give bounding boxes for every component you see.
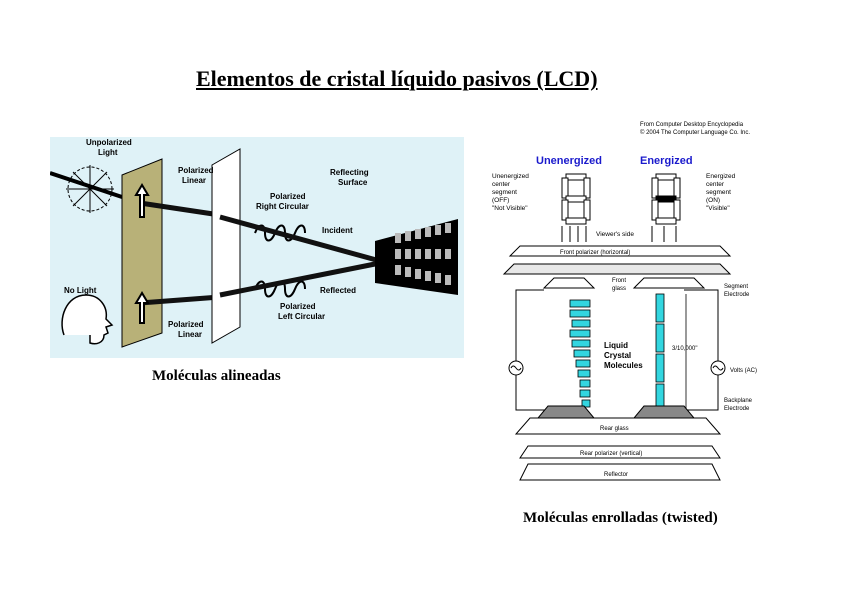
label-reflector: Reflector <box>604 472 628 478</box>
label-volts: Volts (AC) <box>730 368 757 374</box>
polarizer-arrow-bottom-icon <box>134 291 150 324</box>
label-light: Light <box>98 148 118 157</box>
front-glass-layer <box>502 263 732 275</box>
label-polarized-top: Polarized <box>178 166 214 175</box>
label-surface: Surface <box>338 178 368 187</box>
aligned-molecule-column <box>655 293 665 413</box>
energized-desc-2: center <box>706 181 725 188</box>
backplane-electrode-right <box>632 405 696 419</box>
energized-desc-4: (ON) <box>706 197 720 204</box>
label-unpolarized: Unpolarized <box>86 138 132 147</box>
label-rear-glass: Rear glass <box>600 426 629 432</box>
heading-unenergized: Unenergized <box>536 155 602 167</box>
aligned-molecules-diagram: Unpolarized Light Polarized Linear Refle… <box>50 137 464 358</box>
label-front-glass-2: glass <box>612 286 626 292</box>
unenergized-desc-3: segment <box>492 189 517 196</box>
label-front-glass-1: Front <box>612 278 626 284</box>
label-backplane-2: Electrode <box>724 406 750 412</box>
label-polarized-bottom: Polarized <box>168 320 204 329</box>
front-glass-lower-right <box>632 277 706 289</box>
twisted-molecule-stack <box>569 299 591 408</box>
digit-unenergized-icon <box>561 173 591 225</box>
twisted-molecules-diagram: From Computer Desktop Encyclopedia © 200… <box>492 122 757 481</box>
label-polarized-lc: Polarized <box>280 302 316 311</box>
reflecting-surface <box>375 219 458 295</box>
unenergized-desc-2: center <box>492 181 511 188</box>
label-crystal: Crystal <box>604 351 631 360</box>
label-gap: 3/10,000" <box>672 346 698 352</box>
caption-twisted-molecules: Moléculas enrolladas (twisted) <box>523 510 718 526</box>
label-reflected: Reflected <box>320 286 356 295</box>
label-no-light: No Light <box>64 286 97 295</box>
polarized-linear-beam-bottom <box>139 294 221 306</box>
heading-energized: Energized <box>640 155 693 167</box>
front-glass-lower <box>542 277 596 289</box>
quarter-wave-plate <box>211 148 241 344</box>
credit-line-1: From Computer Desktop Encyclopedia <box>640 122 744 128</box>
label-front-polarizer: Front polarizer (horizontal) <box>560 250 630 256</box>
label-linear-top: Linear <box>182 176 206 185</box>
label-viewers-side: Viewer's side <box>596 231 634 238</box>
front-polarizer-layer <box>508 245 732 257</box>
label-linear-bottom: Linear <box>178 330 202 339</box>
reflected-beam <box>219 260 381 298</box>
label-liquid: Liquid <box>604 341 628 350</box>
label-reflecting: Reflecting <box>330 168 369 177</box>
polarized-linear-beam-top <box>139 200 221 218</box>
unenergized-desc-5: "Not Visible" <box>492 205 528 212</box>
label-molecules: Molecules <box>604 361 643 370</box>
rear-polarizer-layer <box>519 445 721 459</box>
label-segment-electrode-1: Segment <box>724 284 748 290</box>
label-right-circular: Right Circular <box>256 202 309 211</box>
label-rear-polarizer: Rear polarizer (vertical) <box>580 451 642 457</box>
right-circuit-wire <box>674 289 719 411</box>
head-profile-icon <box>61 294 114 345</box>
label-left-circular: Left Circular <box>278 312 325 321</box>
ac-source-right-icon <box>710 360 726 376</box>
label-backplane-1: Backplane <box>724 398 753 404</box>
unenergized-desc-1: Unenergized <box>492 173 529 180</box>
unpolarized-light-icon <box>66 165 114 213</box>
rear-glass-layer <box>514 417 722 435</box>
incoming-light-beam <box>50 171 123 199</box>
reflector-layer <box>519 463 721 481</box>
polarizer-arrow-top-icon <box>134 183 150 218</box>
credit-line-2: © 2004 The Computer Language Co. Inc. <box>640 129 750 136</box>
caption-aligned-molecules: Moléculas alineadas <box>152 368 281 384</box>
digit-energized-icon <box>651 173 681 225</box>
viewer-arrows <box>561 226 677 242</box>
backplane-electrode-left <box>536 405 596 419</box>
incident-beam <box>219 214 381 264</box>
label-polarized-rc: Polarized <box>270 192 306 201</box>
ac-source-left-icon <box>508 360 524 376</box>
page-title: Elementos de cristal líquido pasivos (LC… <box>196 66 598 91</box>
left-circuit-wire <box>515 289 554 411</box>
energized-desc-1: Energized <box>706 173 736 180</box>
label-incident: Incident <box>322 226 353 235</box>
energized-desc-5: "Visible" <box>706 205 730 212</box>
energized-desc-3: segment <box>706 189 731 196</box>
label-segment-electrode-2: Electrode <box>724 292 750 298</box>
unenergized-desc-4: (OFF) <box>492 197 509 204</box>
